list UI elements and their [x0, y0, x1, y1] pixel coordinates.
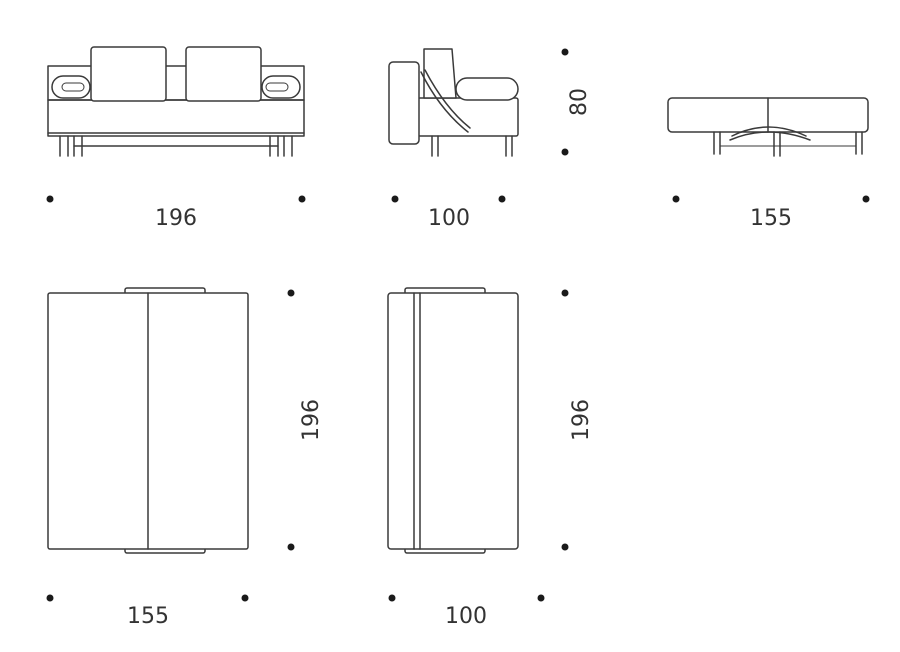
dim-bed-top-width: 155	[127, 604, 169, 629]
dot	[561, 289, 569, 297]
dim-bed-side-top-length: 196	[569, 399, 594, 441]
dot	[287, 289, 295, 297]
dim-bed-top-length: 196	[299, 399, 324, 441]
dot	[498, 195, 506, 203]
dim-height: 80	[567, 88, 592, 116]
dim-bed-side-top-width: 100	[445, 604, 487, 629]
dim-bed-side-depth: 155	[750, 206, 792, 231]
dot	[862, 195, 870, 203]
dot	[561, 148, 569, 156]
dot	[46, 594, 54, 602]
bed-side-top-view	[387, 287, 519, 554]
dot	[672, 195, 680, 203]
dot	[391, 195, 399, 203]
dim-side-depth: 100	[428, 206, 470, 231]
dot	[561, 543, 569, 551]
sofa-front-view	[47, 46, 305, 157]
dimension-labels: 196 100 80 155 196 196 155 100	[127, 88, 792, 629]
sofa-side-view	[388, 48, 519, 157]
dot	[561, 48, 569, 56]
bed-side-view	[667, 97, 869, 157]
dot	[388, 594, 396, 602]
dot	[298, 195, 306, 203]
dot	[241, 594, 249, 602]
dot	[46, 195, 54, 203]
bed-top-view	[47, 287, 249, 554]
dot	[287, 543, 295, 551]
dot	[537, 594, 545, 602]
dimension-markers	[46, 48, 870, 602]
dim-front-width: 196	[155, 206, 197, 231]
